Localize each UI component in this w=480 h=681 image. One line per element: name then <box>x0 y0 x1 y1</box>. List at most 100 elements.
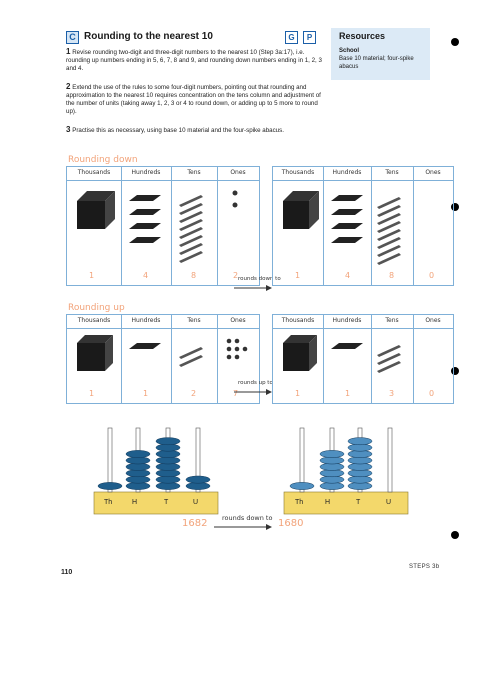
abacus-left-bead <box>125 482 151 490</box>
abacus-right-bead <box>347 443 373 452</box>
ten-rods-icon <box>377 345 401 373</box>
hundred-flats-icon <box>129 343 161 349</box>
abacus-left-value: 1682 <box>182 518 208 529</box>
table-header <box>67 315 259 329</box>
instruction-text: Extend the use of the rules to some four… <box>66 84 321 115</box>
abacus-arrow-icon <box>214 524 272 530</box>
abacus-left-spike <box>195 427 201 493</box>
rounds-down-label: rounds down to <box>238 276 281 282</box>
abacus-illustration <box>93 427 409 515</box>
rounding-down-left-table: Thousands Hundreds Tens Ones 1 4 8 2 <box>66 166 260 286</box>
abacus-right-bead <box>319 450 345 458</box>
digit-hundreds: 1 <box>345 389 351 398</box>
abacus-right-bead <box>319 475 345 484</box>
ten-rods-icon <box>179 195 203 263</box>
digit-hundreds: 4 <box>143 271 149 280</box>
digit-hundreds: 1 <box>143 389 149 398</box>
abacus-right-value: 1680 <box>278 518 304 529</box>
col-thousands: Thousands <box>281 169 315 176</box>
abacus-right-bead <box>347 450 373 458</box>
abacus-right-bead <box>347 456 373 465</box>
abacus-left-bead <box>125 462 151 471</box>
abacus-left-label-th: Th <box>104 499 113 506</box>
instruction-3: 3 Practise this as necessary, using base… <box>66 126 326 135</box>
abacus-left-bead <box>155 475 181 484</box>
punch-hole-4 <box>451 531 459 539</box>
abacus-right-spike <box>387 427 393 493</box>
punch-hole-2 <box>451 203 459 211</box>
resources-panel <box>331 28 430 80</box>
abacus-right-label-u: U <box>386 499 392 506</box>
resources-text: Base 10 material; four-spike abacus <box>339 56 414 70</box>
abacus-left-bead <box>97 482 123 490</box>
ten-rods-icon <box>179 347 203 367</box>
digit-tens: 2 <box>191 389 197 398</box>
instruction-number: 2 <box>66 82 71 91</box>
col-thousands: Thousands <box>77 169 111 176</box>
digit-tens: 8 <box>191 271 197 280</box>
digit-thousands: 1 <box>89 389 95 398</box>
digit-ones: 0 <box>429 271 435 280</box>
digit-ones: 2 <box>233 271 239 280</box>
abacus-right-bead <box>347 437 373 446</box>
resources-title: Resources <box>339 31 386 41</box>
hundred-flats-icon <box>331 343 363 349</box>
col-tens: Tens <box>385 317 399 324</box>
digit-ones: 7 <box>233 389 239 398</box>
page-title: Rounding to the nearest 10 <box>84 31 213 42</box>
abacus-left-base <box>93 491 219 515</box>
abacus-left-bead <box>125 456 151 465</box>
rounds-down-arrow-icon <box>234 285 272 291</box>
abacus-right-bead <box>347 462 373 471</box>
abacus-right-bead <box>347 469 373 478</box>
col-hundreds: Hundreds <box>332 317 362 324</box>
col-ones: Ones <box>425 169 441 176</box>
abacus-left-bead <box>155 443 181 452</box>
col-hundreds: Hundreds <box>131 169 161 176</box>
table-header <box>273 315 453 329</box>
thousand-cube-icon <box>283 191 319 229</box>
punch-hole-1 <box>451 38 459 46</box>
abacus-right-bead <box>319 462 345 471</box>
rounding-up-right-table: Thousands Hundreds Tens Ones 1 1 3 0 <box>272 314 454 404</box>
abacus-right-bead <box>319 482 345 490</box>
abacus-left-spike <box>107 427 113 493</box>
abacus-left-bead <box>125 469 151 478</box>
abacus-left-bead <box>155 450 181 458</box>
abacus-left-bead <box>185 475 211 484</box>
rounds-up-label: rounds up to <box>238 380 273 386</box>
page-number: 110 <box>61 569 73 576</box>
abacus-right-bead <box>319 469 345 478</box>
abacus-right-bead <box>289 482 315 490</box>
abacus-right-bead <box>319 456 345 465</box>
col-tens: Tens <box>187 169 201 176</box>
instruction-text: Practise this as necessary, using base 1… <box>72 127 284 134</box>
abacus-left-bead <box>185 482 211 490</box>
abacus-rounds-down-label: rounds down to <box>222 514 273 522</box>
instruction-text: Revise rounding two-digit and three-digi… <box>66 49 322 72</box>
footer-label: STEPS 3b <box>409 564 440 570</box>
abacus-right-base <box>283 491 409 515</box>
col-ones: Ones <box>230 169 246 176</box>
base10-blocks-up-right <box>283 335 401 373</box>
group-badge: G <box>285 31 298 44</box>
rounds-up-arrow-icon <box>234 389 272 395</box>
punch-hole-3 <box>451 367 459 375</box>
hundred-flats-icon <box>129 195 161 243</box>
col-thousands: Thousands <box>281 317 315 324</box>
abacus-left-bead <box>125 475 151 484</box>
abacus-left-bead <box>155 437 181 446</box>
rounding-down-right-table: Thousands Hundreds Tens Ones 1 4 8 0 <box>272 166 454 286</box>
rounding-up-left-table: Thousands Hundreds Tens Ones 1 1 2 7 <box>66 314 260 404</box>
section-letter-badge: C <box>66 31 79 44</box>
table-header <box>273 167 453 181</box>
abacus-left-bead <box>125 450 151 458</box>
resources-subtitle: School <box>339 48 360 54</box>
ten-rods-icon <box>377 197 401 265</box>
digit-tens: 3 <box>389 389 395 398</box>
table-header <box>67 167 259 181</box>
abacus-left-label-t: T <box>164 499 169 506</box>
digit-hundreds: 4 <box>345 271 351 280</box>
abacus-left-bead <box>155 469 181 478</box>
abacus-left-label-u: U <box>193 499 199 506</box>
